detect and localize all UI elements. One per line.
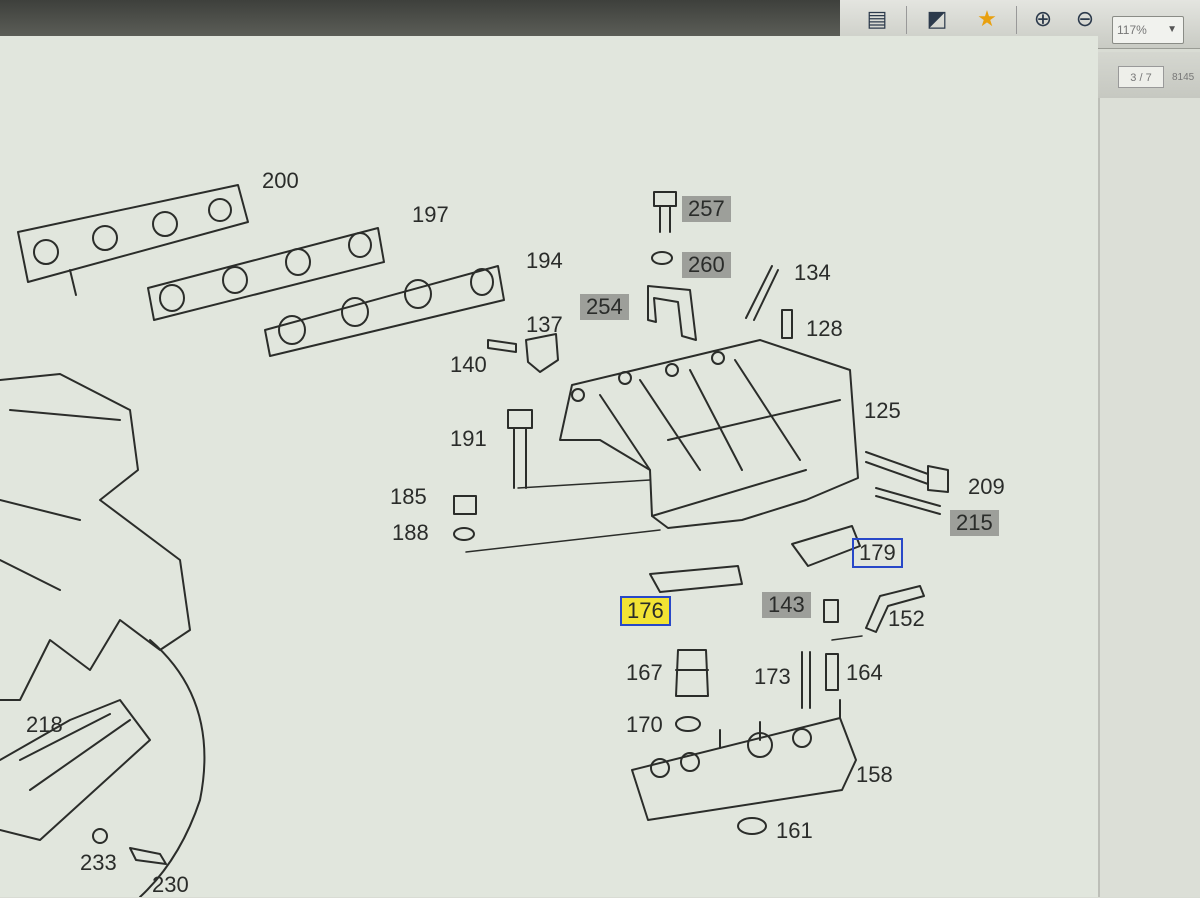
part-167-graphic xyxy=(675,649,709,697)
part-125-graphic xyxy=(559,339,859,529)
page-edit-icon[interactable]: ▤ xyxy=(866,6,888,31)
part-161-graphic xyxy=(737,817,767,835)
part-label-257[interactable]: 257 xyxy=(682,196,731,222)
part-label-191[interactable]: 191 xyxy=(450,426,487,451)
toolbar-divider xyxy=(906,6,907,34)
part-label-260[interactable]: 260 xyxy=(682,252,731,278)
part-194-graphic xyxy=(264,265,505,357)
part-label-179[interactable]: 179 xyxy=(852,538,903,568)
part-170-graphic xyxy=(675,716,701,732)
chevron-down-icon: ▼ xyxy=(1167,24,1177,35)
part-label-152[interactable]: 152 xyxy=(888,606,925,631)
part-134-graphic xyxy=(745,265,779,321)
part-label-170[interactable]: 170 xyxy=(626,712,663,737)
part-label-215[interactable]: 215 xyxy=(950,510,999,536)
part-label-176[interactable]: 176 xyxy=(620,596,671,626)
part-137-graphic xyxy=(525,333,559,373)
part-152-graphic xyxy=(865,585,925,633)
side-panel xyxy=(1098,98,1200,897)
part-label-167[interactable]: 167 xyxy=(626,660,663,685)
zoom-select[interactable]: 117% ▼ xyxy=(1112,16,1184,44)
part-label-134[interactable]: 134 xyxy=(794,260,831,285)
part-label-209[interactable]: 209 xyxy=(968,474,1005,499)
part-257-graphic xyxy=(653,191,677,233)
toolbar-divider xyxy=(1016,6,1017,34)
part-label-137[interactable]: 137 xyxy=(526,312,563,337)
zoom-out-icon[interactable]: ⊖ xyxy=(1075,6,1095,31)
part-179-graphic xyxy=(791,525,861,567)
leader-line xyxy=(465,529,661,553)
page-extra: 8145 xyxy=(1172,72,1195,83)
part-label-218[interactable]: 218 xyxy=(26,712,63,737)
part-260-graphic xyxy=(651,251,673,265)
part-164-graphic xyxy=(825,653,839,691)
part-128-graphic xyxy=(781,309,793,339)
zoom-value: 117% xyxy=(1117,23,1147,37)
bookmark-icon[interactable]: ◩ xyxy=(926,6,948,31)
part-188-graphic xyxy=(453,527,475,541)
part-label-128[interactable]: 128 xyxy=(806,316,843,341)
part-197-graphic xyxy=(147,227,385,321)
part-191-graphic xyxy=(507,409,533,489)
leader-line xyxy=(831,635,863,641)
part-label-188[interactable]: 188 xyxy=(392,520,429,545)
part-label-143[interactable]: 143 xyxy=(762,592,811,618)
part-label-125[interactable]: 125 xyxy=(864,398,901,423)
part-215-graphic xyxy=(875,487,941,515)
part-label-200[interactable]: 200 xyxy=(262,168,299,193)
part-label-164[interactable]: 164 xyxy=(846,660,883,685)
part-176-graphic xyxy=(649,565,743,593)
parts-diagram xyxy=(0,184,949,897)
part-label-140[interactable]: 140 xyxy=(450,352,487,377)
part-label-158[interactable]: 158 xyxy=(856,762,893,787)
part-label-197[interactable]: 197 xyxy=(412,202,449,227)
page-indicator[interactable]: 3 / 7 xyxy=(1118,66,1164,88)
part-185-graphic xyxy=(453,495,477,515)
star-icon[interactable]: ★ xyxy=(977,6,997,31)
leader-line xyxy=(517,479,651,489)
engine-block-graphic xyxy=(0,373,206,897)
part-254-graphic xyxy=(647,285,697,341)
part-label-233[interactable]: 233 xyxy=(80,850,117,875)
part-140-graphic xyxy=(487,339,517,353)
part-label-173[interactable]: 173 xyxy=(754,664,791,689)
part-158-graphic xyxy=(631,699,857,821)
part-173-graphic xyxy=(801,651,811,709)
part-label-185[interactable]: 185 xyxy=(390,484,427,509)
zoom-in-icon[interactable]: ⊕ xyxy=(1033,6,1053,31)
document-page xyxy=(0,36,1098,897)
part-143-graphic xyxy=(823,599,839,623)
part-label-230[interactable]: 230 xyxy=(152,872,189,897)
part-label-254[interactable]: 254 xyxy=(580,294,629,320)
part-label-161[interactable]: 161 xyxy=(776,818,813,843)
part-200-graphic xyxy=(17,184,249,296)
part-label-194[interactable]: 194 xyxy=(526,248,563,273)
part-209-graphic xyxy=(865,451,949,493)
